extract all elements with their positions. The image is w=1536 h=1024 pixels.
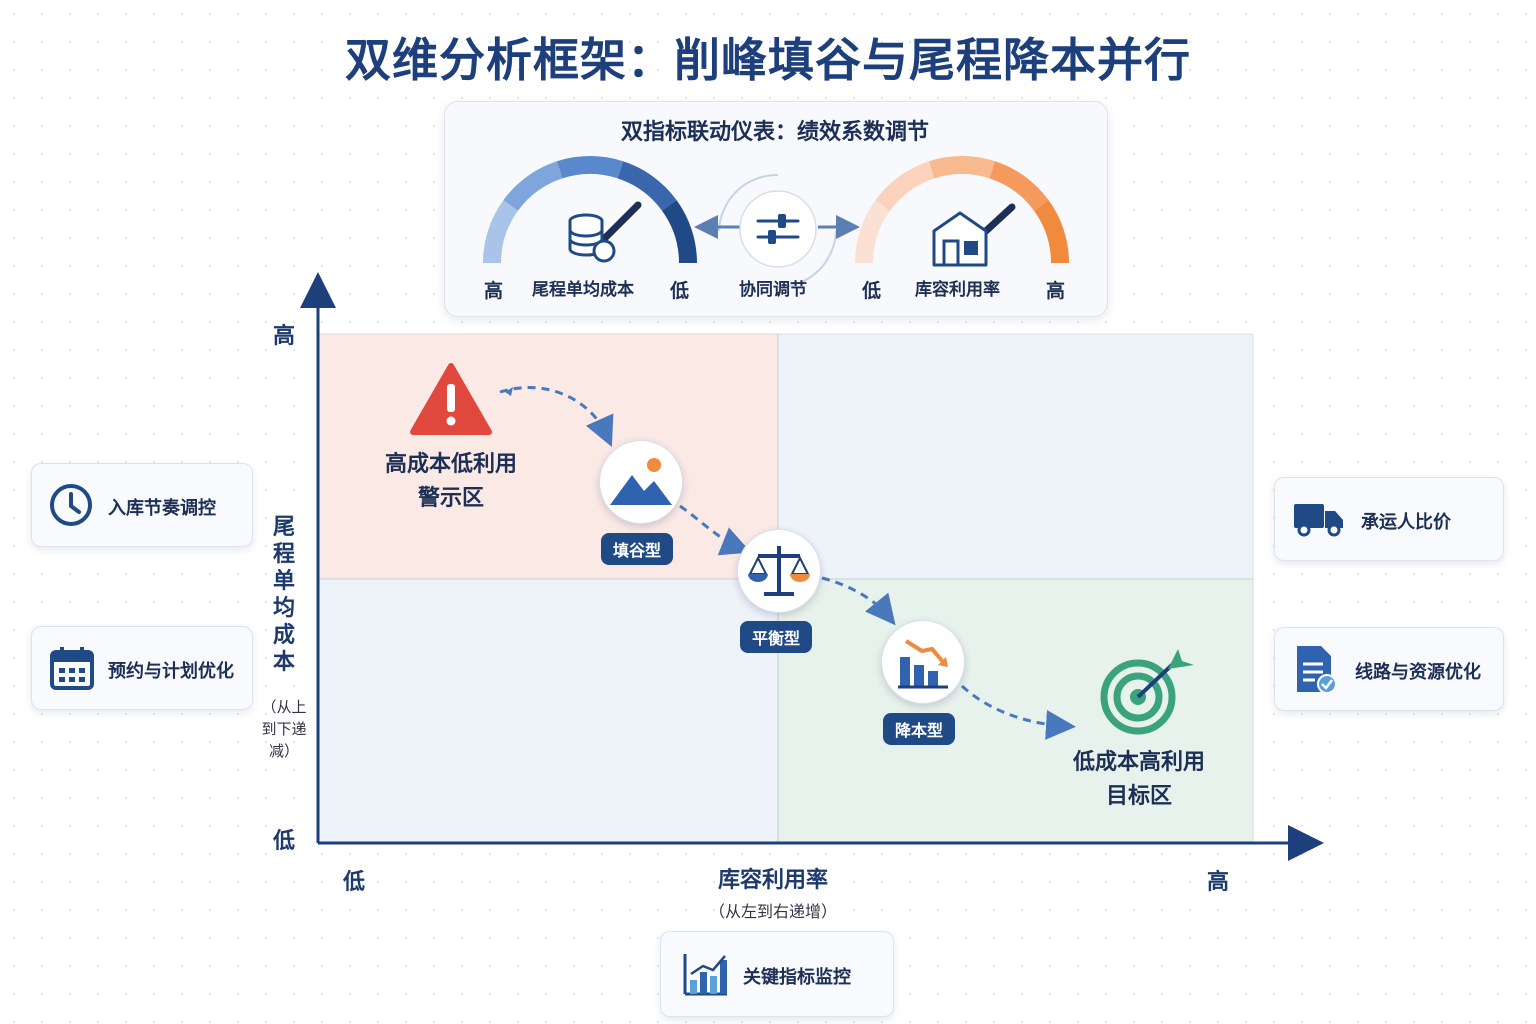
card-inbound-rhythm: 入库节奏调控: [31, 463, 253, 547]
y-axis-sub: （从上到下递减）: [261, 698, 307, 760]
cost-reduction-badge: 降本型: [883, 713, 956, 745]
card-carrier-pricing: 承运人比价: [1274, 477, 1504, 561]
y-axis-label: 尾程单均成本: [272, 515, 295, 675]
balance-scale-icon: [748, 546, 810, 596]
util-gauge-high-label: 高: [1046, 280, 1066, 302]
card-booking-plan: 预约与计划优化: [31, 626, 253, 710]
bar-chart-icon: [683, 954, 727, 996]
flow-path-2: [679, 504, 752, 556]
neutral-zone-top-right: [777, 333, 1254, 580]
warning-zone-label: 高成本低利用 警示区: [384, 452, 517, 511]
sliders-icon: [756, 214, 800, 244]
target-icon: [1100, 649, 1194, 735]
card-route-resource-label: 线路与资源优化: [1355, 662, 1481, 683]
calendar-icon: [50, 647, 94, 690]
gauge-graphics: [483, 156, 1069, 288]
gauge-panel-title: 双指标联动仪表：绩效系数调节: [620, 120, 929, 145]
cost-reduction-node: [881, 620, 965, 704]
card-kpi-monitor: 关键指标监控: [660, 931, 894, 1017]
flow-path-4: [960, 684, 1076, 740]
card-carrier-pricing-label: 承运人比价: [1361, 512, 1451, 533]
fill-valley-node: [599, 440, 683, 524]
x-axis-low: 低: [343, 870, 366, 895]
coins-icon: [568, 213, 616, 263]
util-gauge-label: 库容利用率: [915, 280, 1000, 300]
card-kpi-monitor-label: 关键指标监控: [743, 967, 851, 988]
target-zone: [777, 578, 1254, 843]
utilization-gauge: [855, 156, 1069, 264]
truck-icon: [1294, 504, 1343, 537]
page-title: 双维分析框架：削峰填谷与尾程降本并行: [345, 33, 1191, 87]
fill-valley-badge: 填谷型: [601, 533, 674, 565]
y-axis-high: 高: [273, 324, 296, 349]
cost-gauge-label: 尾程单均成本: [532, 280, 634, 300]
warehouse-icon: [932, 211, 988, 267]
flow-path-1: [499, 386, 614, 447]
cost-gauge-high-label: 高: [484, 280, 504, 302]
x-axis-high: 高: [1207, 870, 1230, 895]
neutral-zone-bottom-left: [318, 578, 779, 843]
x-axis-label: 库容利用率: [717, 868, 828, 893]
card-booking-plan-label: 预约与计划优化: [108, 661, 234, 682]
sync-arrows: [694, 173, 860, 288]
cost-gauge-low-label: 低: [670, 280, 690, 302]
mountains-icon: [610, 458, 672, 505]
clock-icon: [50, 484, 92, 526]
document-check-icon: [1297, 646, 1337, 694]
target-zone-label: 低成本高利用 目标区: [1072, 750, 1205, 809]
card-route-resource: 线路与资源优化: [1274, 627, 1504, 711]
x-axis-sub: （从左到右递增）: [708, 902, 837, 921]
cost-gauge: [483, 156, 697, 264]
warning-icon: [410, 363, 492, 435]
y-axis-low: 低: [273, 829, 296, 854]
bar-decline-icon: [898, 639, 948, 689]
balanced-node: [737, 529, 821, 613]
card-inbound-rhythm-label: 入库节奏调控: [108, 498, 216, 519]
balanced-badge: 平衡型: [740, 621, 813, 653]
flow-path-3: [821, 576, 896, 626]
util-gauge-low-label: 低: [862, 280, 882, 302]
sync-label: 协同调节: [739, 280, 807, 300]
